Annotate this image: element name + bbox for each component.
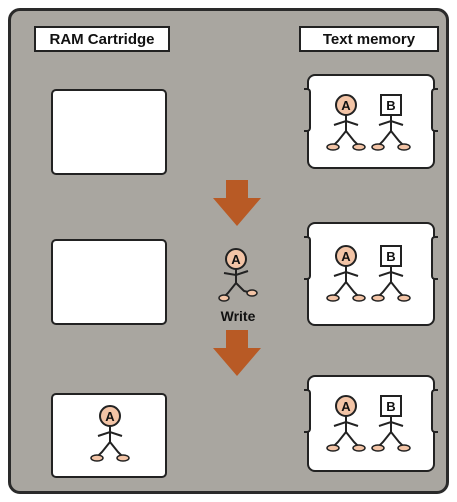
figure-letter: B <box>386 98 395 113</box>
figure-a-in-cartridge: A <box>90 405 130 462</box>
figure-letter: A <box>341 98 351 113</box>
ram-cartridge-empty-2 <box>51 239 167 325</box>
figure-letter: A <box>341 399 351 414</box>
figure-a-walking: A <box>218 248 258 302</box>
figure-a-memory-3: A <box>326 395 366 452</box>
down-arrow-1-icon <box>213 180 261 226</box>
figure-letter: B <box>386 249 395 264</box>
ram-cartridge-empty-1 <box>51 89 167 175</box>
figure-letter: A <box>341 249 351 264</box>
figure-b-memory-3: B <box>371 395 411 452</box>
figure-a-memory-2: A <box>326 245 366 302</box>
text-memory-2 <box>304 222 438 326</box>
figure-letter: A <box>231 252 241 267</box>
figure-b-memory-2: B <box>371 245 411 302</box>
ram-cartridge-header: RAM Cartridge <box>34 26 170 52</box>
text-memory-header: Text memory <box>299 26 439 52</box>
figure-a-memory-1: A <box>326 94 366 151</box>
figure-b-memory-1: B <box>371 94 411 151</box>
text-memory-1 <box>304 74 438 169</box>
down-arrow-2-icon <box>213 330 261 376</box>
figure-letter: A <box>105 409 115 424</box>
figure-letter: B <box>386 399 395 414</box>
write-label: Write <box>220 308 256 324</box>
text-memory-3 <box>304 375 438 472</box>
